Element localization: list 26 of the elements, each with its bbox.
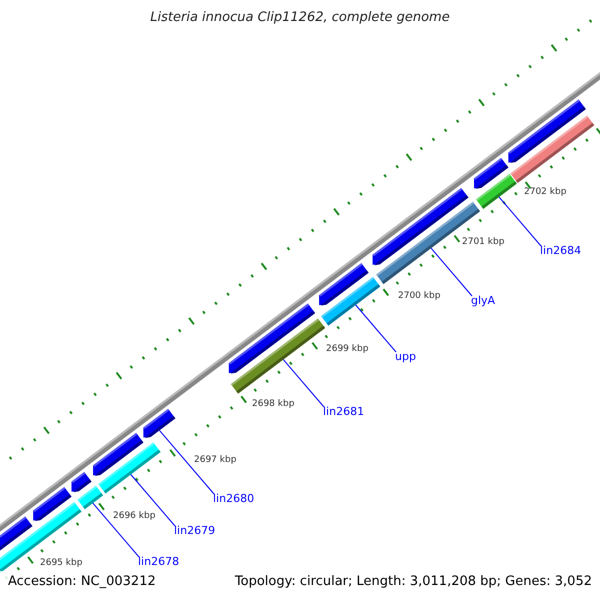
gene-bar (78, 486, 104, 510)
leader-line (498, 196, 542, 246)
gene-label: upp (395, 350, 416, 363)
scale-label: 2700 kbp (398, 291, 440, 301)
gene-label: glyA (471, 294, 496, 307)
leader-line (430, 248, 472, 296)
gene-label: lin2680 (213, 492, 254, 505)
scale-label: 2695 kbp (40, 558, 82, 568)
scale-label: 2699 kbp (326, 344, 368, 354)
footer-text: Accession: NC_003212 (8, 574, 156, 589)
gene-label: lin2678 (138, 555, 180, 568)
scale-label: 2697 kbp (194, 455, 236, 465)
gene-label: lin2684 (540, 244, 582, 257)
gene-bar (143, 408, 176, 438)
leader-line (130, 474, 176, 526)
footer-text: Topology: circular; Length: 3,011,208 bp; Genes: 3,052 (234, 574, 592, 589)
leader-line (159, 430, 214, 494)
scale-label: 2701 kbp (462, 237, 504, 247)
leader-line (282, 359, 324, 408)
leader-line (355, 304, 396, 352)
leader-line (92, 502, 140, 558)
scale-label: 2696 kbp (113, 511, 156, 521)
gene-label: lin2679 (174, 524, 216, 537)
title: Listeria innocua Clip11262, complete genome (150, 10, 450, 25)
gene-label: lin2681 (323, 405, 364, 418)
gene-bar (476, 174, 517, 209)
